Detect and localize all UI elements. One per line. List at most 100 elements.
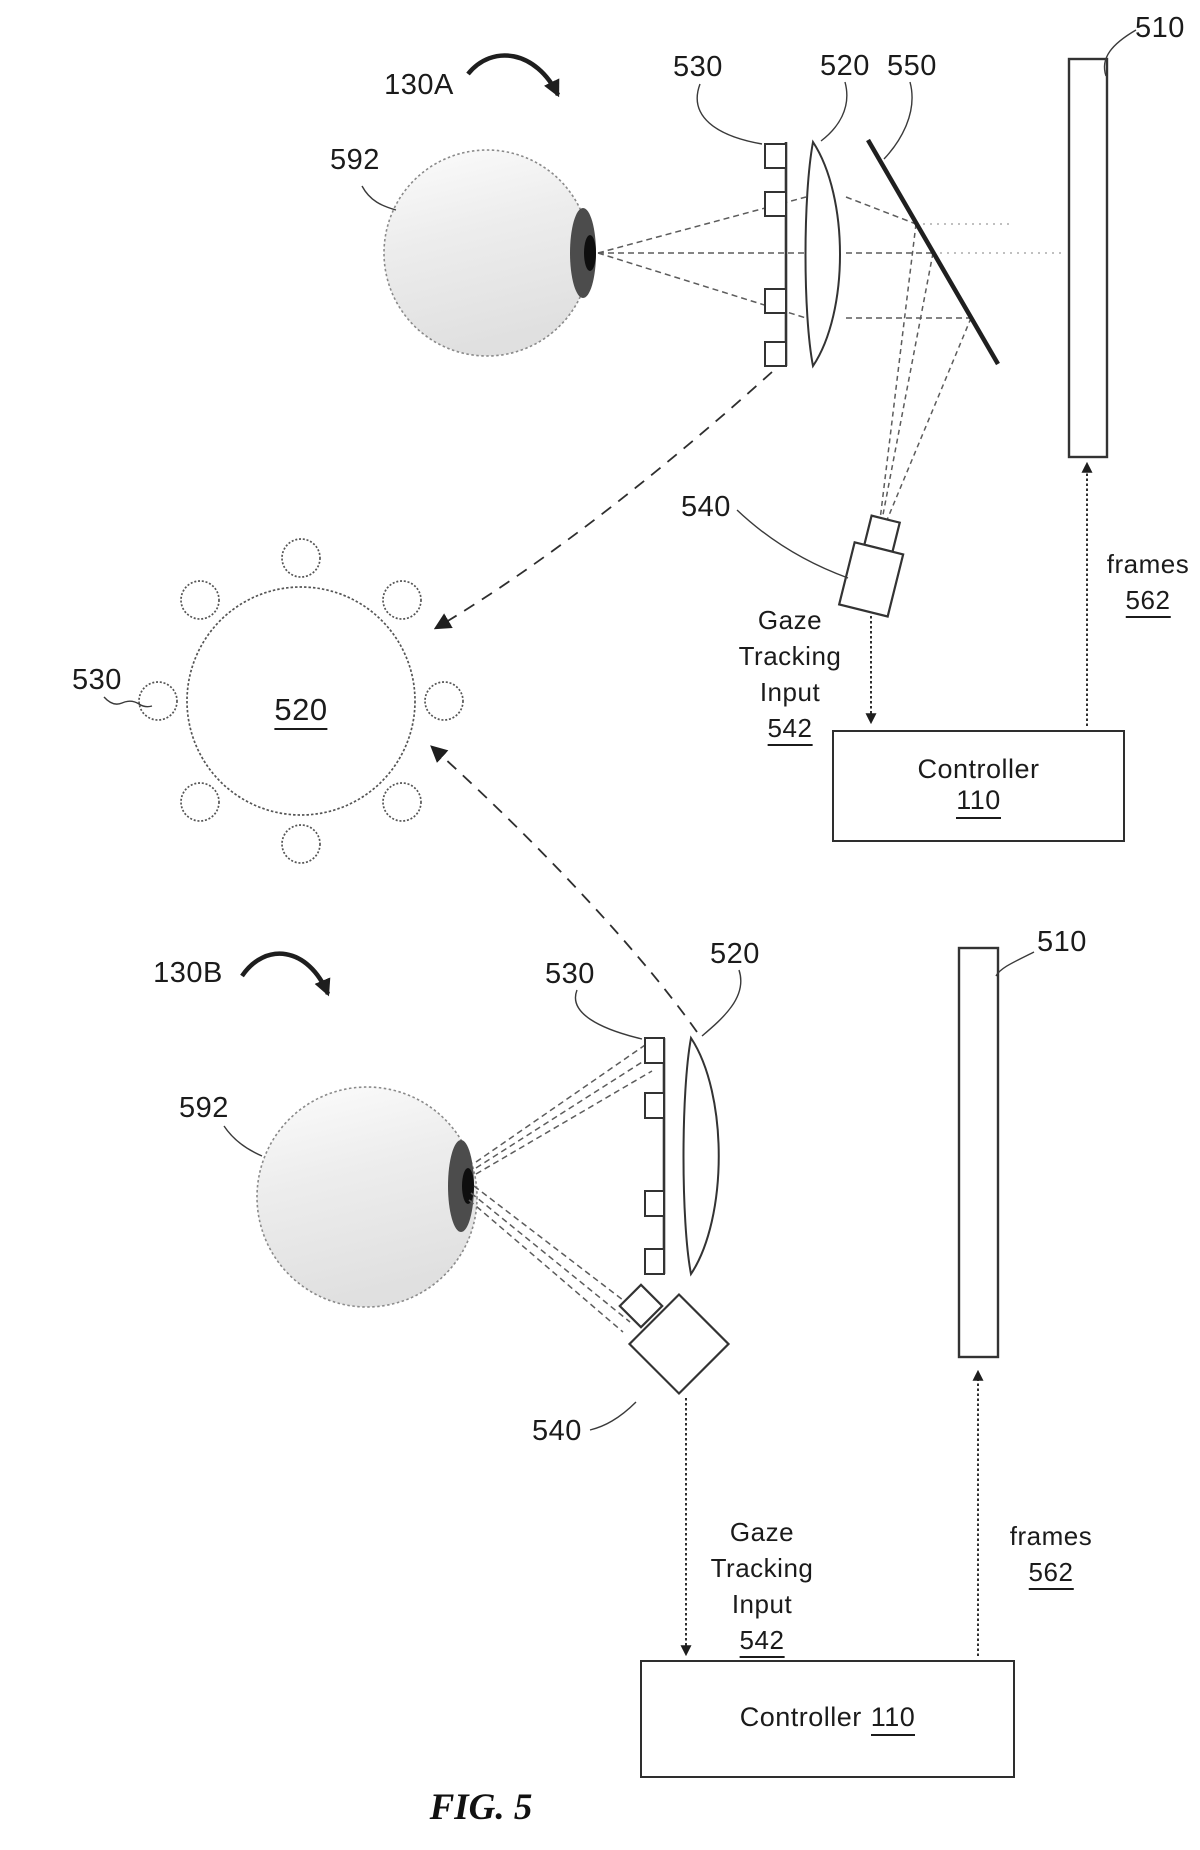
- led-ring-530: [138, 538, 464, 864]
- figure-caption: FIG. 5: [429, 1787, 533, 1828]
- leader-540: [736, 509, 849, 579]
- detail-pointer-bottom: [430, 745, 698, 1033]
- led-square: [644, 1248, 665, 1275]
- led-circle: [180, 782, 220, 822]
- frames-label-top: frames 562: [1107, 546, 1189, 618]
- controller-box-bottom: Controller 110: [640, 1660, 1015, 1778]
- ref-592-bottom: 592: [179, 1092, 229, 1124]
- leader-530: [696, 83, 763, 145]
- camera-body: [837, 540, 905, 618]
- pupil: [462, 1168, 474, 1204]
- gaze-line-2: Tracking: [738, 641, 842, 671]
- ref-520-bottom: 520: [710, 938, 760, 970]
- led-square: [764, 341, 787, 367]
- gaze-tracking-input-label-top: Gaze Tracking Input 542: [739, 602, 842, 746]
- ref-110-top: 110: [956, 785, 1001, 819]
- leader-592: [223, 1125, 263, 1157]
- led-circle: [424, 681, 464, 721]
- ref-540-bottom: 540: [532, 1415, 582, 1447]
- frames-word: frames: [1009, 1521, 1093, 1551]
- lens-front-view: [103, 538, 464, 864]
- top-leader-lines: [361, 29, 1137, 579]
- lens-520-side: [804, 139, 841, 369]
- hot-mirror-550: [866, 138, 1000, 366]
- leader-530: [574, 989, 643, 1040]
- ref-562-bottom: 562: [1028, 1557, 1074, 1590]
- leader-520: [701, 969, 742, 1037]
- ref-510-top: 510: [1135, 12, 1185, 44]
- controller-box-top: Controller 110: [832, 730, 1125, 842]
- detail-pointer-top: [433, 371, 773, 630]
- led-circle: [138, 681, 178, 721]
- gaze-line-1: Gaze: [757, 605, 823, 635]
- ref-540-top: 540: [681, 491, 731, 523]
- mirror-to-camera-rays: [879, 223, 972, 521]
- bottom-leader-lines: [223, 951, 1035, 1431]
- ref-530-front: 530: [72, 664, 122, 696]
- camera-body: [627, 1292, 731, 1396]
- arrow-130A: [466, 53, 561, 98]
- ref-592-top: 592: [330, 144, 380, 176]
- led-square: [764, 191, 787, 217]
- lens-520-front: [186, 586, 416, 816]
- led-square: [764, 143, 787, 169]
- top-assembly-130A: [361, 29, 1137, 726]
- gaze-line-2: Tracking: [710, 1553, 814, 1583]
- controller-label-bottom: Controller: [739, 1702, 862, 1732]
- ref-520-front: 520: [274, 692, 328, 730]
- led-circle: [180, 580, 220, 620]
- ref-510-bottom: 510: [1037, 926, 1087, 958]
- camera-lens: [618, 1283, 664, 1329]
- ref-542-top: 542: [767, 713, 813, 746]
- led-circle: [382, 580, 422, 620]
- frames-label-bottom: frames 562: [1010, 1518, 1092, 1590]
- led-square: [764, 288, 787, 314]
- led-circle: [281, 824, 321, 864]
- ref-530-top: 530: [673, 51, 723, 83]
- ref-520-top: 520: [820, 50, 870, 82]
- lens-to-mirror-rays: [845, 196, 971, 319]
- led-array-530: [764, 142, 788, 367]
- iris: [448, 1140, 474, 1232]
- led-circle: [382, 782, 422, 822]
- leader-550: [883, 81, 913, 160]
- ref-110-bottom: 110: [870, 1702, 916, 1736]
- gaze-tracking-input-label-bottom: Gaze Tracking Input 542: [711, 1514, 814, 1658]
- eye-592: [256, 1086, 478, 1308]
- lens-520-side: [682, 1035, 720, 1277]
- led-array-530: [644, 1037, 666, 1275]
- leader-510: [995, 951, 1035, 977]
- controller-label-top: Controller: [917, 753, 1040, 784]
- led-circle: [281, 538, 321, 578]
- eye-to-lens-rays: [475, 1042, 653, 1175]
- gaze-line-3: Input: [731, 1589, 793, 1619]
- ref-562-top: 562: [1125, 585, 1171, 618]
- gaze-line-1: Gaze: [729, 1517, 795, 1547]
- leader-520: [820, 81, 848, 142]
- leader-540: [589, 1401, 637, 1431]
- ref-530-bottom: 530: [545, 958, 595, 990]
- iris: [570, 208, 596, 298]
- leader-592: [361, 185, 397, 211]
- eye-592: [383, 149, 591, 357]
- leader-510: [1103, 29, 1137, 77]
- camera-540: [618, 1283, 731, 1396]
- mirror-passthrough-rays: [916, 223, 1063, 254]
- ref-130A: 130A: [384, 69, 454, 101]
- pupil: [584, 235, 596, 271]
- led-square: [644, 1092, 665, 1119]
- ref-550: 550: [887, 50, 937, 82]
- display-510: [957, 946, 1000, 1359]
- gaze-line-3: Input: [759, 677, 821, 707]
- eye-to-camera-rays: [468, 1185, 637, 1333]
- led-square: [644, 1190, 665, 1217]
- ref-542-bottom: 542: [739, 1625, 785, 1658]
- bottom-assembly-130B: [223, 745, 1035, 1657]
- leader-530-front: [103, 696, 153, 708]
- arrow-130B: [240, 951, 331, 997]
- ref-130B: 130B: [153, 957, 223, 989]
- display-510: [1067, 57, 1109, 459]
- frames-word: frames: [1106, 549, 1190, 579]
